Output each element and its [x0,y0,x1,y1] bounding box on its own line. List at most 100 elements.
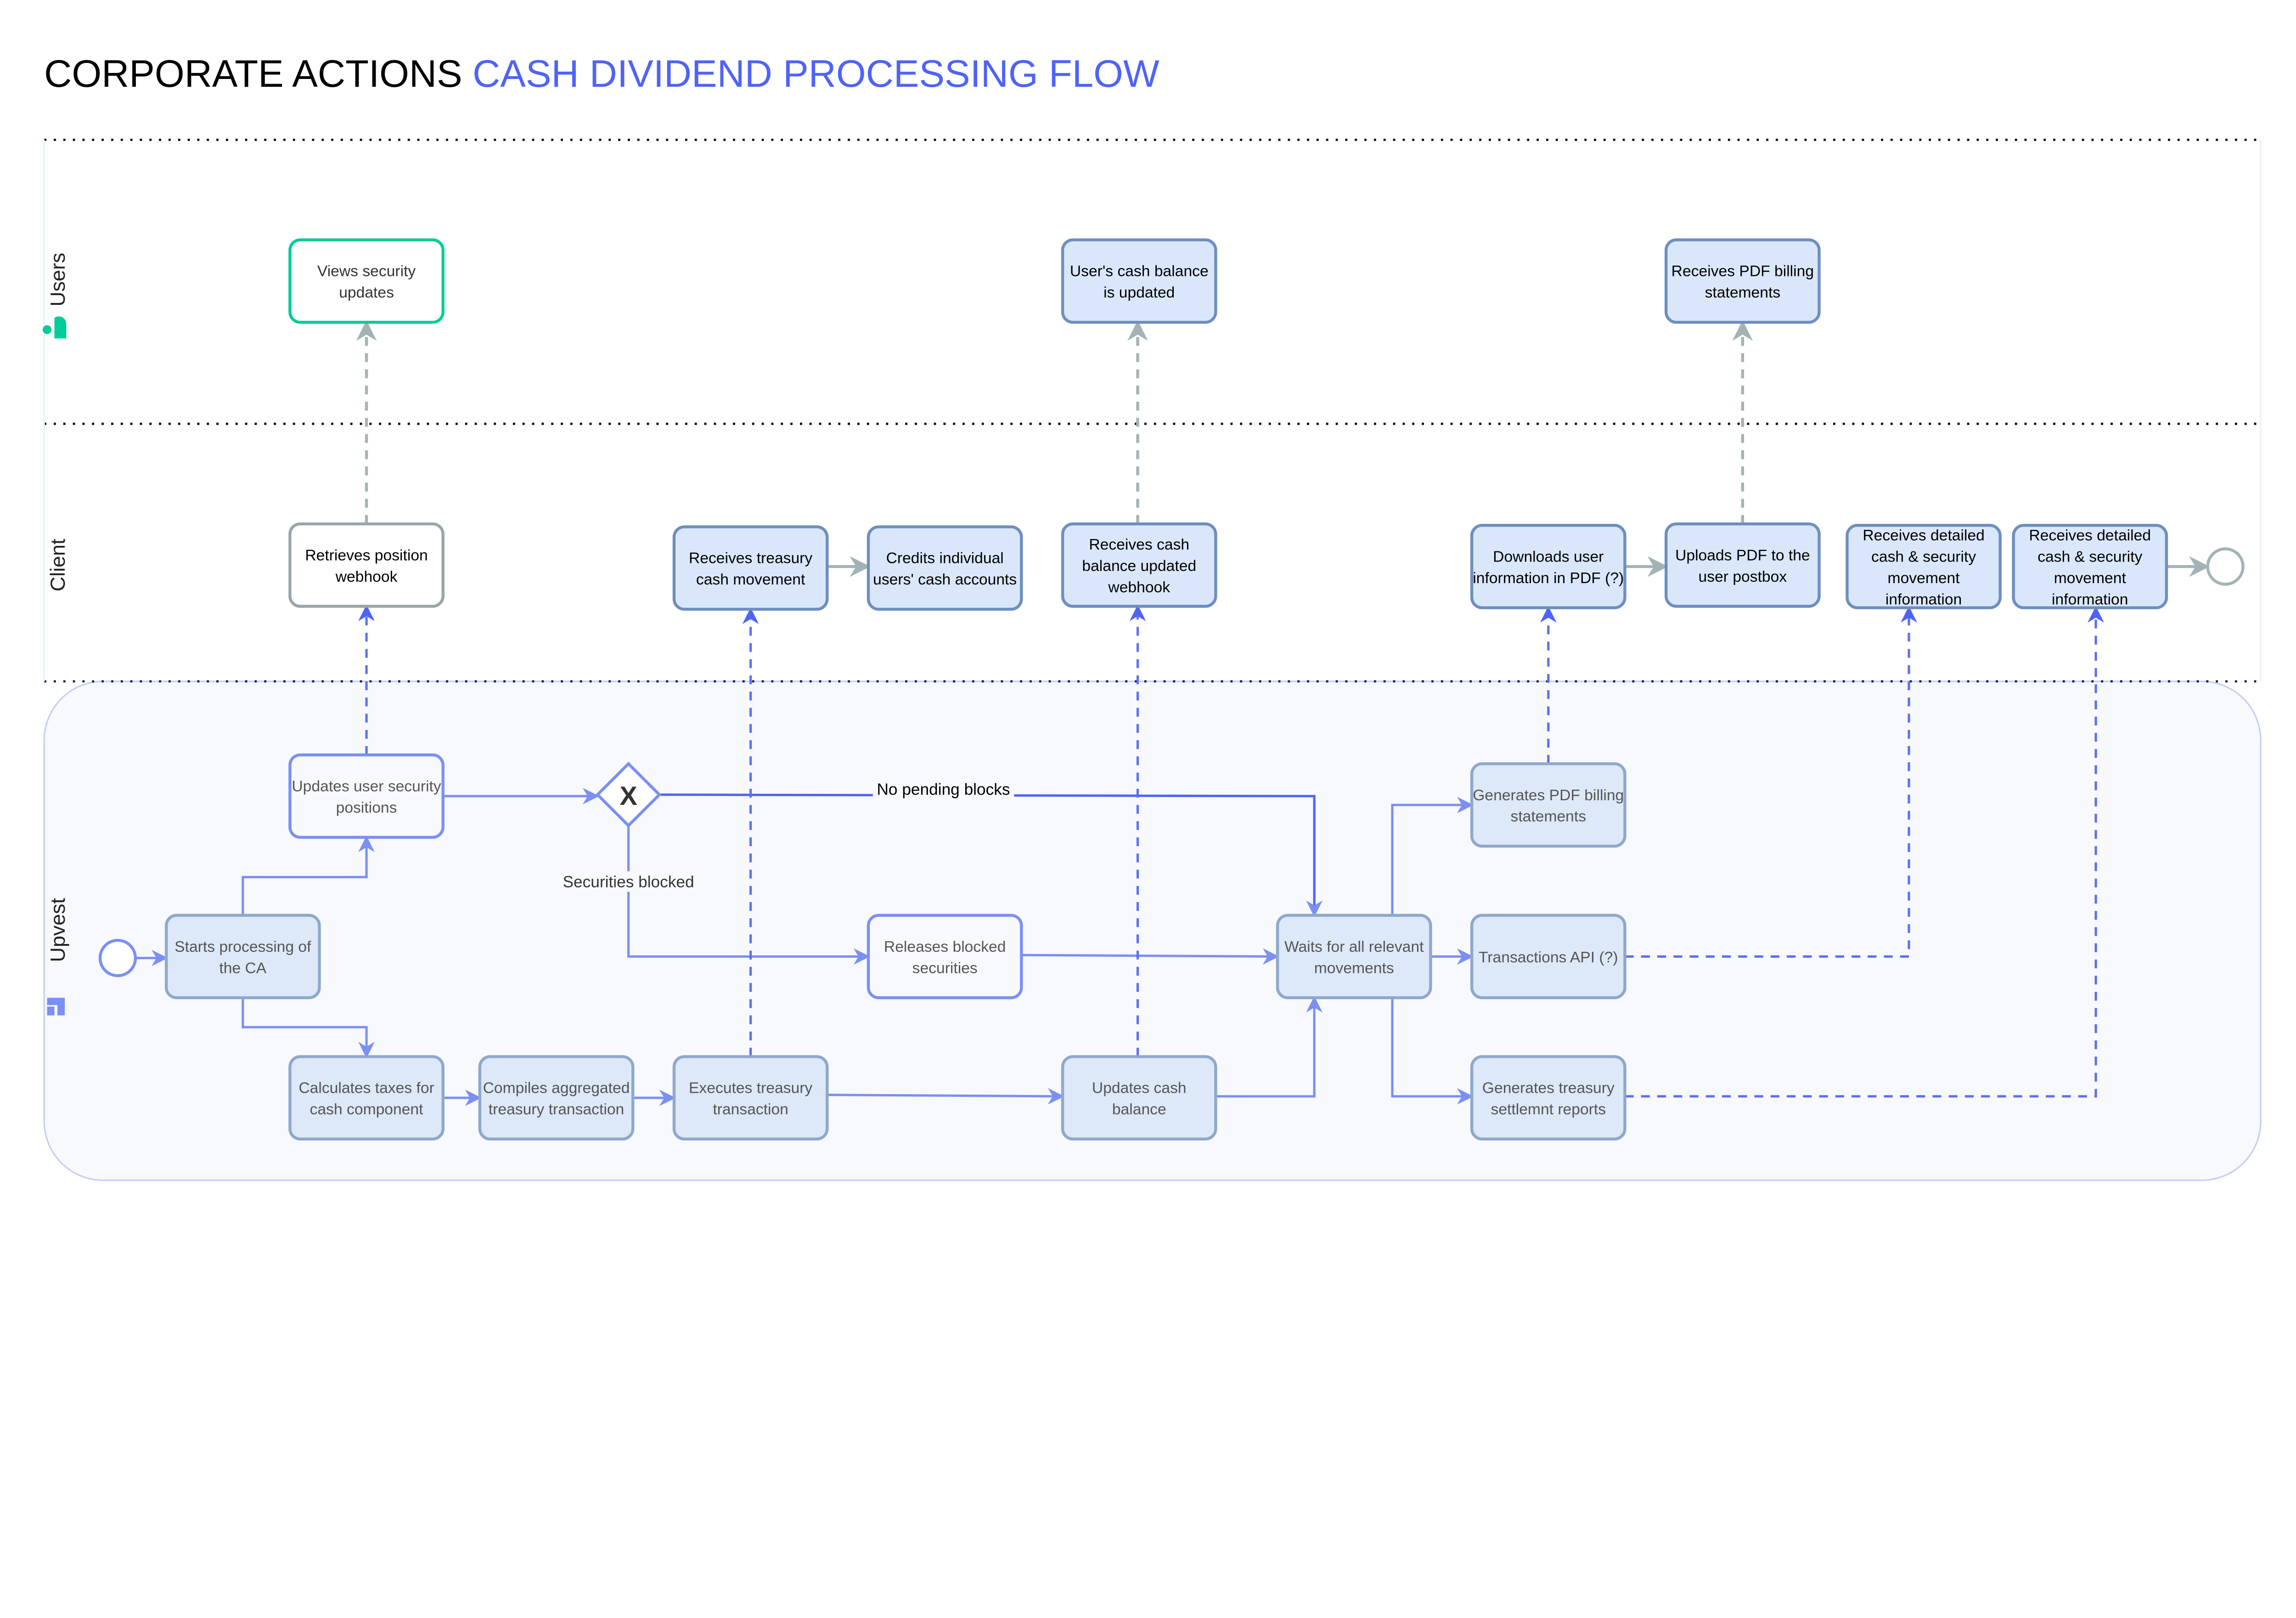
end-event[interactable] [2206,547,2245,586]
task-label: the CA [219,960,266,977]
gateway-symbol: X [619,781,637,811]
task-label: is updated [1103,284,1175,301]
task-label: movement [1888,570,1960,587]
task-box [1470,762,1626,848]
task-label: information in PDF (?) [1473,570,1624,587]
task-label: cash & security [2037,549,2142,566]
task-label: Uploads PDF to the [1675,547,1810,564]
sequence-flow [1391,797,1474,916]
task-label: user postbox [1699,568,1787,585]
start-event[interactable] [98,938,137,978]
message-flow [1625,606,2105,1098]
task-label: Retrieves position [305,547,428,564]
label-bg [559,871,698,892]
task-waits[interactable]: Waits for all relevant movements [1276,914,1432,1000]
task-label: information [2052,591,2128,608]
task-label: Calculates taxes for [298,1080,434,1097]
task-box [1470,1055,1626,1140]
task-box [1276,914,1432,1000]
user-icon [42,316,67,339]
task-starts[interactable]: Starts processing of the CA [164,914,321,1000]
title-part1: CORPORATE ACTIONS [44,52,462,95]
task-label: statements [1705,284,1781,301]
upvest-logo-icon [47,998,65,1016]
task-box [288,522,445,608]
task-uploads[interactable]: Uploads PDF to the user postbox [1664,522,1821,608]
task-box [1061,238,1217,324]
task-label: treasury transaction [489,1101,624,1118]
task-label: Transactions API (?) [1479,949,1618,966]
task-gen-treasury[interactable]: Generates treasury settlemnt reports [1470,1055,1626,1140]
task-label: balance updated [1082,558,1196,575]
task-label: Starts processing of [174,938,311,955]
task-box [1061,1055,1217,1140]
task-recv2[interactable]: Receives detailed cash & security movement… [2012,524,2168,609]
task-label: settlemnt reports [1491,1101,1606,1118]
sequence-flow [627,826,870,965]
task-label: cash component [310,1101,424,1118]
label-bg [872,778,1014,799]
sequence-flow [1021,948,1279,965]
task-label: Receives PDF billing [1671,263,1814,280]
task-box [288,238,445,324]
lane-label-client: Client [46,539,69,591]
sequence-flow [1391,998,1474,1105]
task-box [164,914,321,1000]
task-label: information [1885,591,1962,608]
task-label: movement [2054,570,2127,587]
task-box [1846,524,2002,609]
task-label: Generates treasury [1482,1080,1615,1097]
sequence-flow [827,1088,1064,1105]
task-label: statements [1511,808,1587,825]
task-views[interactable]: Views security updates [288,238,445,324]
task-label: User's cash balance [1070,263,1209,280]
task-label: transaction [713,1101,788,1118]
task-label: Releases blocked [884,938,1006,955]
task-label: Receives detailed [2029,527,2151,544]
sequence-flow [242,998,375,1058]
task-pdf-stm[interactable]: Receives PDF billing statements [1664,238,1821,324]
message-flow [1625,606,1917,958]
task-tx-api[interactable]: Transactions API (?) [1470,914,1626,1000]
task-box [1061,522,1217,608]
task-label: Views security [317,263,416,280]
task-gen-pdf[interactable]: Generates PDF billing statements [1470,762,1626,848]
task-box [478,1055,635,1140]
sequence-flow [242,836,375,916]
task-calc[interactable]: Calculates taxes for cash component [288,1055,445,1140]
task-box [288,753,445,839]
task-box [1664,238,1821,324]
task-label: movements [1314,960,1394,977]
task-retrieves[interactable]: Retrieves position webhook [288,522,445,608]
task-label: Receives treasury [689,550,812,567]
task-executes[interactable]: Executes treasury transaction [672,1055,829,1140]
task-label: Credits individual [886,550,1004,567]
task-user-cash[interactable]: User's cash balance is updated [1061,238,1217,324]
exclusive-gateway[interactable]: X [595,761,662,828]
task-label: webhook [335,568,398,585]
lane-label-users: Users [46,253,69,306]
task-label: webhook [1108,579,1170,596]
task-box [1664,522,1821,608]
task-label: positions [336,799,397,816]
task-box [867,525,1023,611]
task-label: Executes treasury [689,1080,812,1097]
task-label: Generates PDF billing [1473,787,1624,804]
task-recv-treasury[interactable]: Receives treasury cash movement [672,525,829,611]
task-box [672,1055,829,1140]
task-label: cash movement [696,571,805,588]
task-box [672,525,829,611]
task-label: updates [339,284,394,301]
task-label: Waits for all relevant [1284,938,1424,955]
task-box [2012,524,2168,609]
